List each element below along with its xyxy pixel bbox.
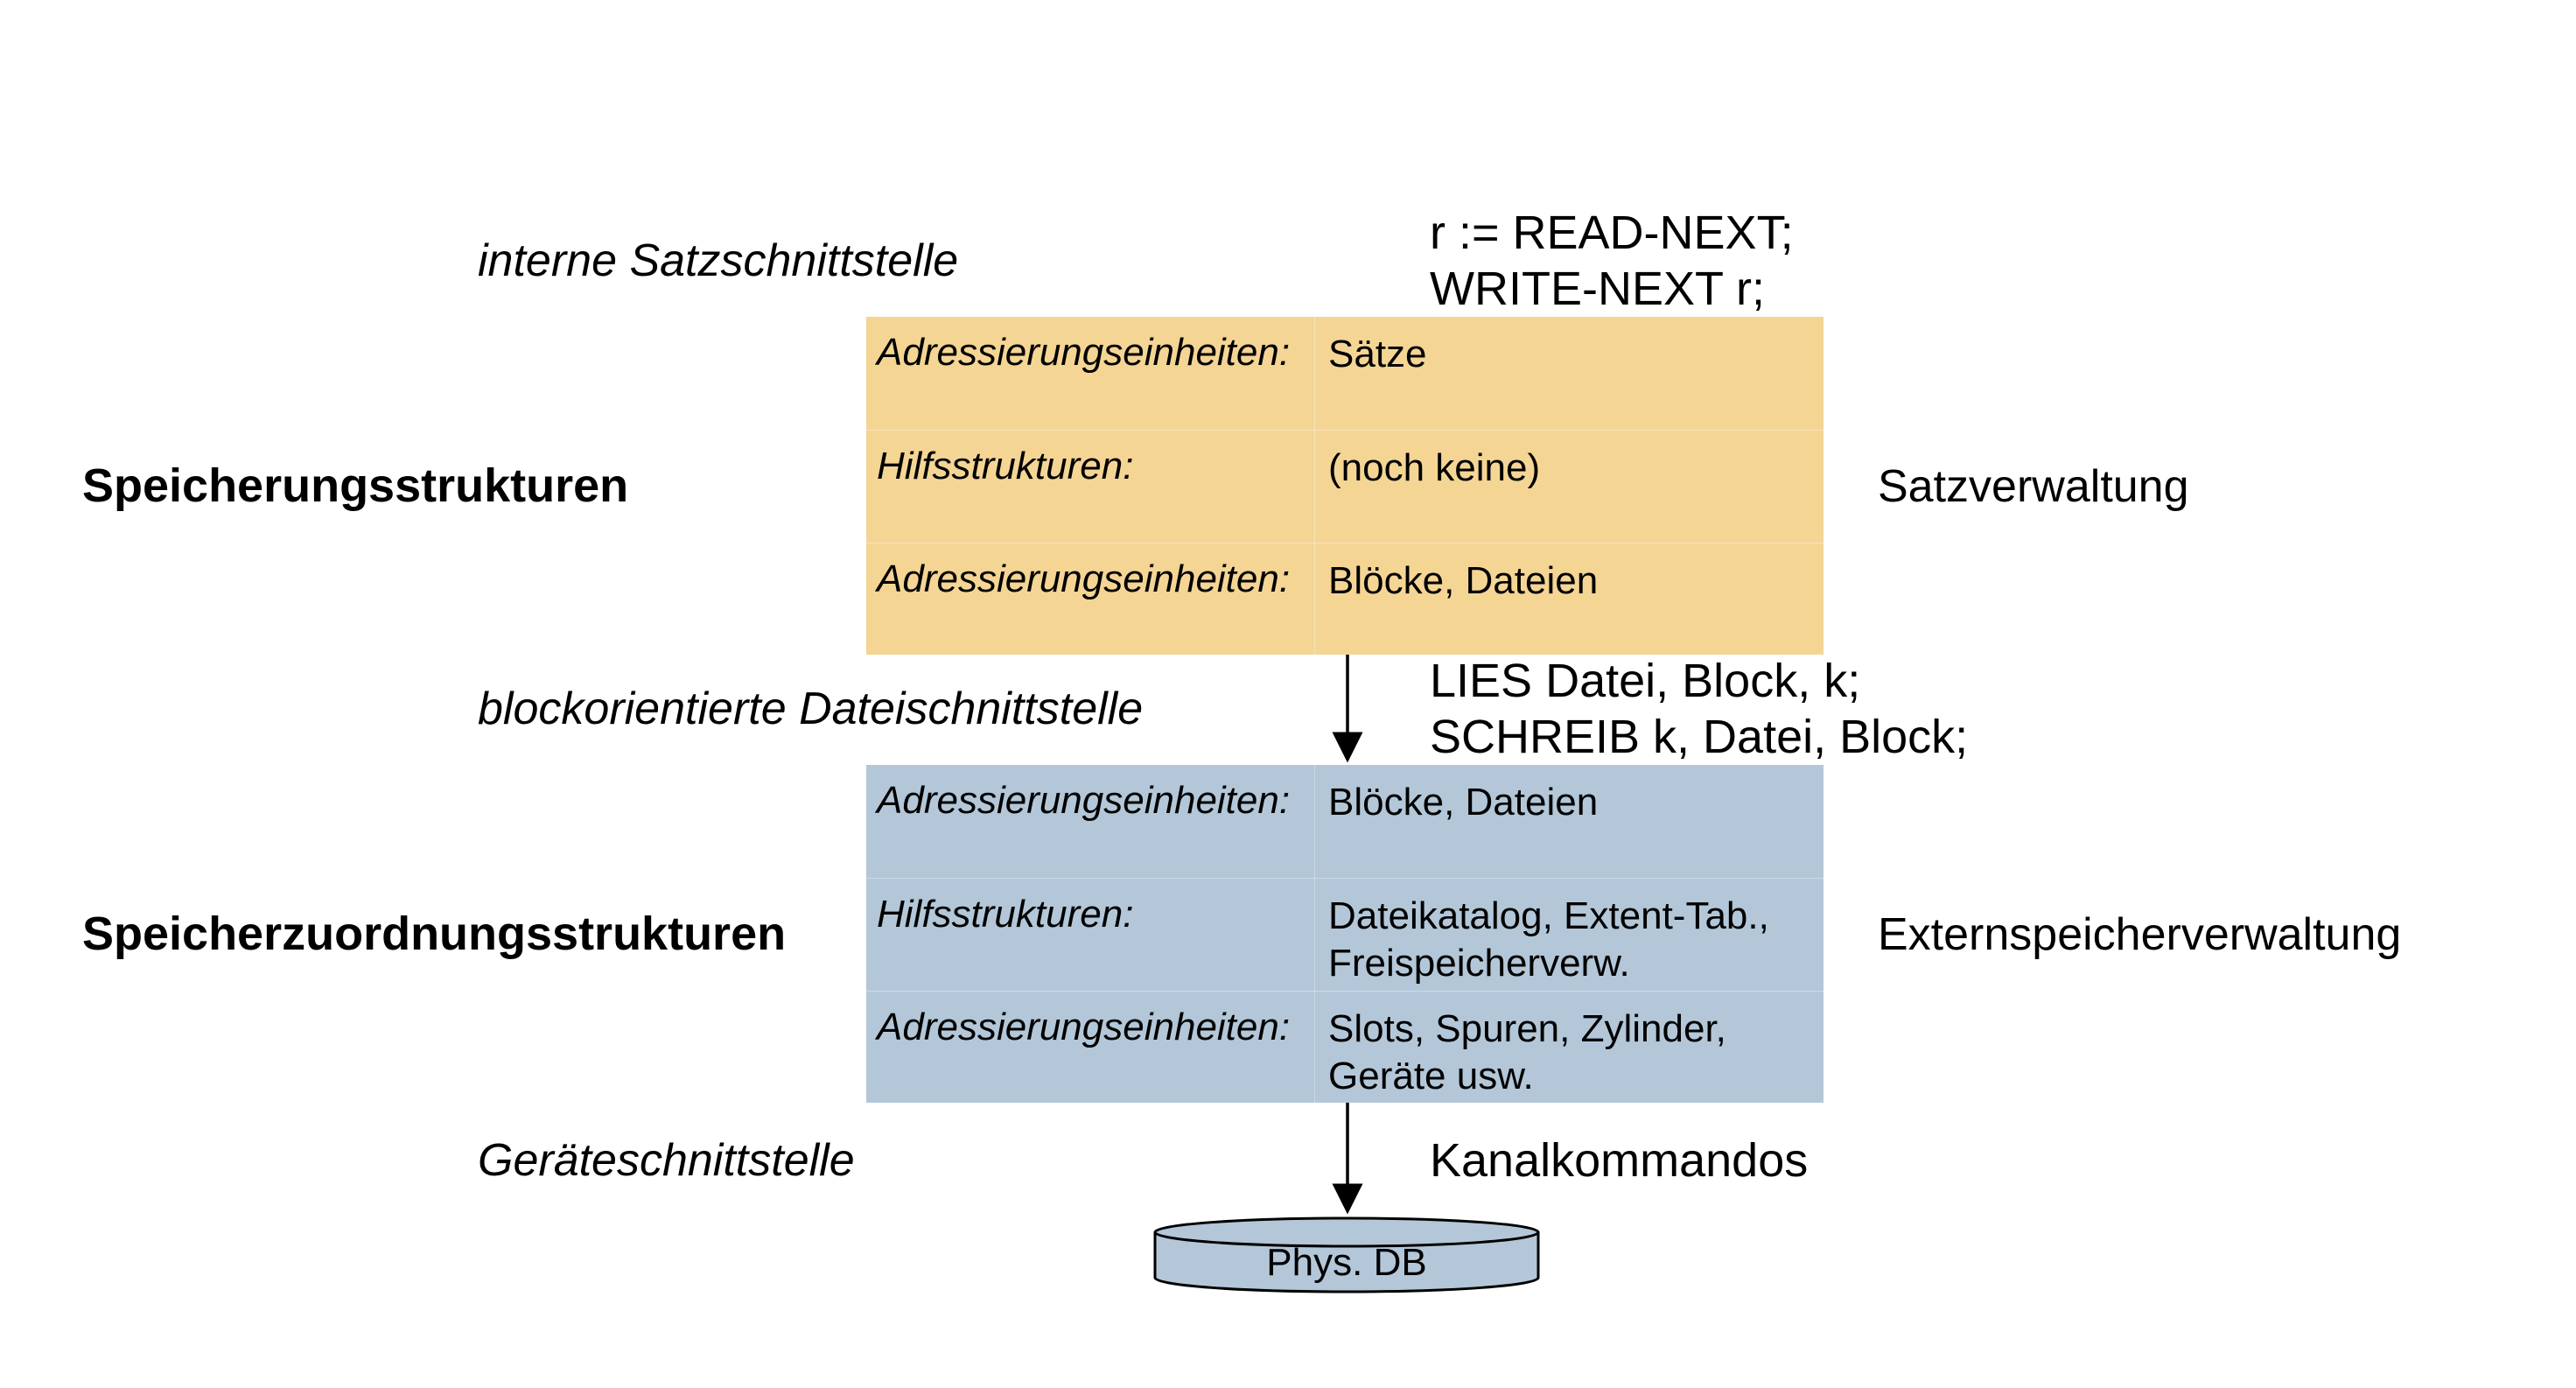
row-label: Adressierungseinheiten:	[877, 557, 1291, 600]
row-label: Hilfsstrukturen:	[877, 445, 1134, 487]
command-write-next: WRITE-NEXT r;	[1430, 263, 1765, 315]
row-label: Adressierungseinheiten:	[877, 1006, 1291, 1048]
box-row: Adressierungseinheiten: Sätze	[866, 317, 1824, 430]
command-channel: Kanalkommandos	[1430, 1134, 1809, 1187]
box-row: Adressierungseinheiten: Blöcke, Dateien	[866, 765, 1824, 878]
row-value: (noch keine)	[1328, 446, 1541, 489]
row-label: Adressierungseinheiten:	[877, 331, 1291, 374]
level-storage-structures: Speicherungsstrukturen	[82, 459, 629, 512]
box-row: Hilfsstrukturen: (noch keine)	[866, 430, 1824, 543]
row-value: Blöcke, Dateien	[1328, 559, 1599, 602]
interface-internal-record: interne Satzschnittstelle	[478, 235, 959, 286]
column-divider	[1314, 317, 1315, 655]
manager-record: Satzverwaltung	[1878, 461, 2189, 512]
record-management-box: Adressierungseinheiten: Sätze Hilfsstruk…	[866, 317, 1824, 655]
interface-block-file: blockorientierte Dateischnittstelle	[478, 683, 1144, 734]
row-value: Dateikatalog, Extent-Tab., Freispeicherv…	[1328, 894, 1769, 985]
command-schreib: SCHREIB k, Datei, Block;	[1430, 711, 1969, 763]
box-row: Hilfsstrukturen: Dateikatalog, Extent-Ta…	[866, 878, 1824, 992]
row-value: Blöcke, Dateien	[1328, 781, 1599, 824]
row-value: Sätze	[1328, 333, 1427, 375]
box-row: Adressierungseinheiten: Blöcke, Dateien	[866, 543, 1824, 656]
box-row: Adressierungseinheiten: Slots, Spuren, Z…	[866, 991, 1824, 1104]
physical-db-label: Phys. DB	[1266, 1241, 1427, 1284]
level-allocation-structures: Speicherzuordnungsstrukturen	[82, 908, 787, 960]
manager-external-storage: Externspeicherverwaltung	[1878, 909, 2402, 960]
command-lies: LIES Datei, Block, k;	[1430, 655, 1861, 707]
external-storage-box: Adressierungseinheiten: Blöcke, Dateien …	[866, 765, 1824, 1103]
row-value: Slots, Spuren, Zylinder, Geräte usw.	[1328, 1007, 1726, 1097]
database-cylinder-icon	[1153, 1216, 1540, 1293]
row-label: Hilfsstrukturen:	[877, 893, 1134, 936]
column-divider	[1314, 765, 1315, 1103]
row-label: Adressierungseinheiten:	[877, 779, 1291, 822]
interface-device: Geräteschnittstelle	[478, 1135, 855, 1186]
command-read-next: r := READ-NEXT;	[1430, 207, 1794, 259]
